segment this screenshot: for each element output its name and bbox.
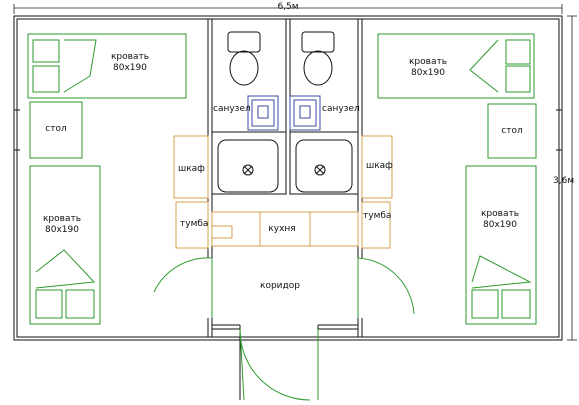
shower-left <box>247 95 279 131</box>
doors <box>153 257 415 401</box>
toilet-left <box>227 31 261 86</box>
bed-top-left <box>27 33 187 99</box>
bed-top-right <box>377 33 535 99</box>
sink-right <box>289 131 359 195</box>
bathroom-right-label: санузел <box>322 104 360 114</box>
corridor-label: коридор <box>260 281 300 291</box>
nightstand-right-label: тумба <box>363 211 392 221</box>
toilet-right <box>301 31 335 86</box>
bed-top-right-size: 80х190 <box>411 68 445 78</box>
walls <box>13 15 563 400</box>
bed-bottom-left <box>29 165 101 325</box>
bed-bottom-right <box>465 165 537 325</box>
width-dimension: 6,5м <box>277 2 299 12</box>
table-right-label: стол <box>501 126 523 136</box>
shower-right <box>289 95 321 131</box>
wardrobe-left-label: шкаф <box>178 164 205 174</box>
bed-bottom-left-size: 80х190 <box>45 225 79 235</box>
nightstand-left-label: тумба <box>180 219 209 229</box>
height-dimension: 3,6м <box>553 176 575 186</box>
wardrobe-right-label: шкаф <box>366 161 393 171</box>
bathroom-left-label: санузел <box>213 104 251 114</box>
sink-left <box>211 131 287 195</box>
cabinets <box>173 135 393 249</box>
bed-bottom-right-size: 80х190 <box>483 220 517 230</box>
dimension-lines <box>13 4 577 341</box>
kitchen-label: кухня <box>268 224 296 234</box>
bed-bottom-right-name: кровать <box>480 209 520 219</box>
table-left-label: стол <box>45 124 67 134</box>
bed-top-right-name: кровать <box>408 57 448 67</box>
tables <box>29 101 537 159</box>
bed-top-left-name: кровать <box>110 52 150 62</box>
bed-top-left-size: 80х190 <box>113 63 147 73</box>
bed-bottom-left-name: кровать <box>42 214 82 224</box>
